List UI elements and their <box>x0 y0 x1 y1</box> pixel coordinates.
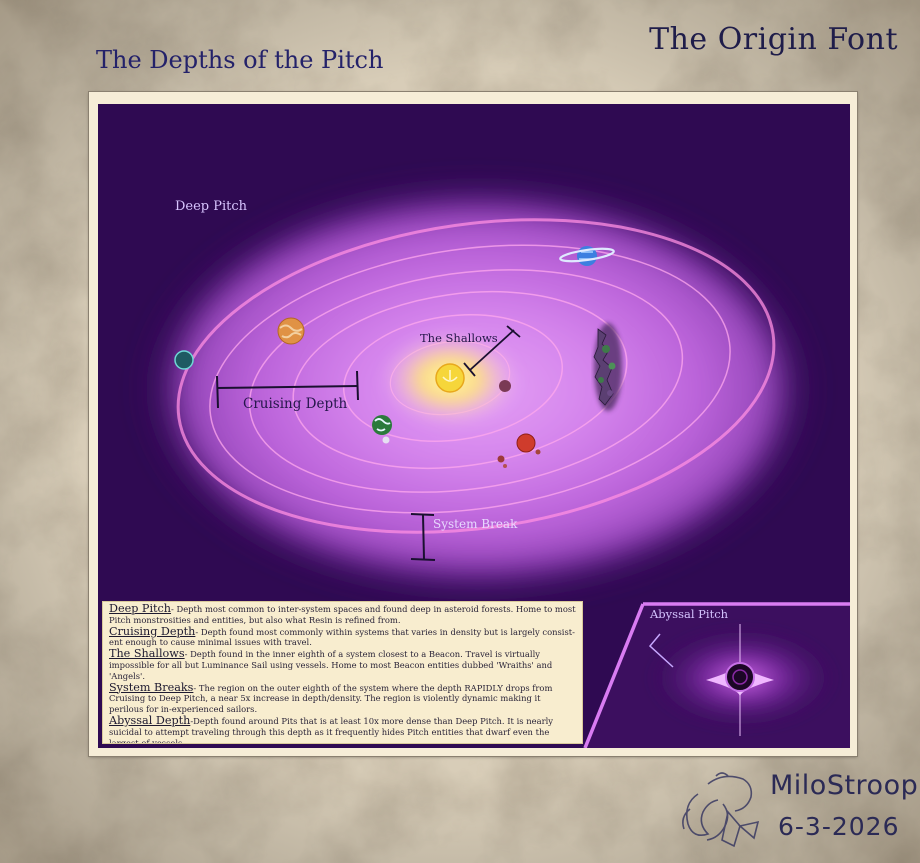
legend-item-cruising-depth: Cruising Depth- Depth found most commonl… <box>109 624 576 649</box>
legend-item-deep-pitch: Deep Pitch- Depth most common to inter-s… <box>109 602 576 626</box>
label-shallows: The Shallows <box>420 331 498 345</box>
beacon-icon <box>435 363 465 393</box>
legend-item-abyssal-depth: Abyssal Depth-Depth found around Pits th… <box>109 713 576 744</box>
asteroid-forest-icon <box>593 323 622 411</box>
legend-text: - Depth found most commonly within syste… <box>109 626 575 648</box>
legend-item-shallows: The Shallows- Depth found in the inner e… <box>109 647 576 681</box>
legend-text: -Depth found around Pits that is at leas… <box>109 715 553 744</box>
label-system-break: System Break <box>433 517 518 531</box>
label-deep-pitch: Deep Pitch <box>175 199 248 214</box>
planet-earth-icon <box>372 415 392 444</box>
label-abyssal-pitch: Abyssal Pitch <box>649 607 729 621</box>
legend-text: - The region on the outer eighth of the … <box>109 682 553 715</box>
planet-ringed-icon <box>559 246 615 266</box>
system-break-bracket <box>410 513 436 561</box>
map-title: The Depths of the Pitch <box>96 46 384 74</box>
pit-icon <box>706 624 774 736</box>
cruising-depth-bracket <box>216 370 359 409</box>
planet-red-icon <box>497 433 541 468</box>
legend-box: Deep Pitch- Depth most common to inter-s… <box>102 601 583 744</box>
page-title: The Origin Font <box>649 22 898 57</box>
artwork-date: 6-3-2026 <box>778 812 900 841</box>
legend-term: System Breaks <box>109 680 194 694</box>
legend-term: Abyssal Depth <box>109 713 191 727</box>
legend-text: - Depth found in the inner eighth of a s… <box>109 649 553 681</box>
planet-dusky-icon <box>499 380 511 392</box>
label-cruising-depth: Cruising Depth <box>243 396 348 412</box>
legend-term: The Shallows <box>109 647 185 661</box>
planet-orange-icon <box>277 317 305 345</box>
planet-teal-icon <box>174 350 194 370</box>
legend-item-system-breaks: System Breaks- The region on the outer e… <box>109 680 576 715</box>
legend-term: Deep Pitch <box>109 602 172 615</box>
abyssal-pitch-inset: Abyssal Pitch <box>583 602 850 748</box>
artist-signature: MiloStroop <box>770 770 919 801</box>
legend-text: - Depth most common to inter-system spac… <box>109 604 576 625</box>
artist-logo-icon <box>682 772 760 848</box>
system-break-ring <box>176 218 776 534</box>
shallows-bracket <box>463 325 521 377</box>
legend-term: Cruising Depth <box>109 624 196 638</box>
